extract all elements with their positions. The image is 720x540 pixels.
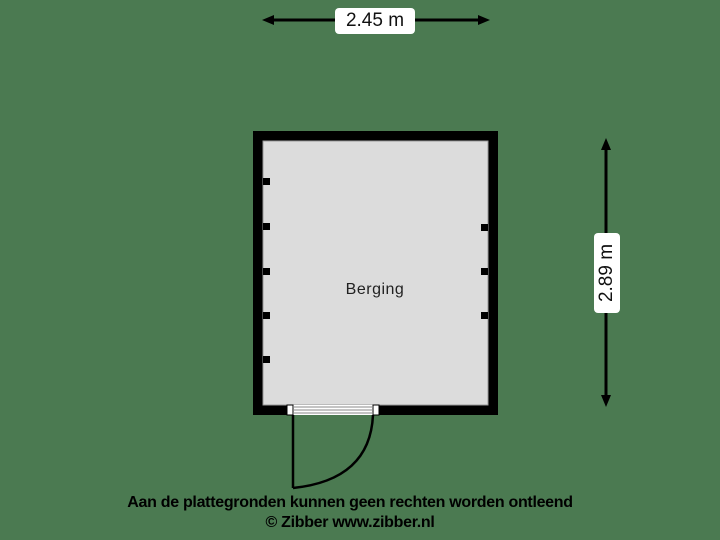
copyright-text: © Zibber www.zibber.nl bbox=[265, 514, 435, 531]
height-dimension-label: 2.89 m bbox=[594, 233, 620, 313]
arrow-left-icon bbox=[262, 15, 274, 25]
door bbox=[286, 404, 380, 490]
arrow-down-icon bbox=[601, 395, 611, 407]
disclaimer-text: Aan de plattegronden kunnen geen rechten… bbox=[127, 494, 573, 511]
room-label-berging: Berging bbox=[345, 281, 405, 298]
arrow-right-icon bbox=[478, 15, 490, 25]
door-swing-arc bbox=[292, 414, 375, 490]
left-wall-ticks bbox=[263, 178, 270, 363]
arrow-up-icon bbox=[601, 138, 611, 150]
width-dimension-label: 2.45 m bbox=[335, 8, 415, 34]
room-floor-berging bbox=[262, 140, 489, 406]
right-wall-ticks bbox=[481, 224, 488, 319]
